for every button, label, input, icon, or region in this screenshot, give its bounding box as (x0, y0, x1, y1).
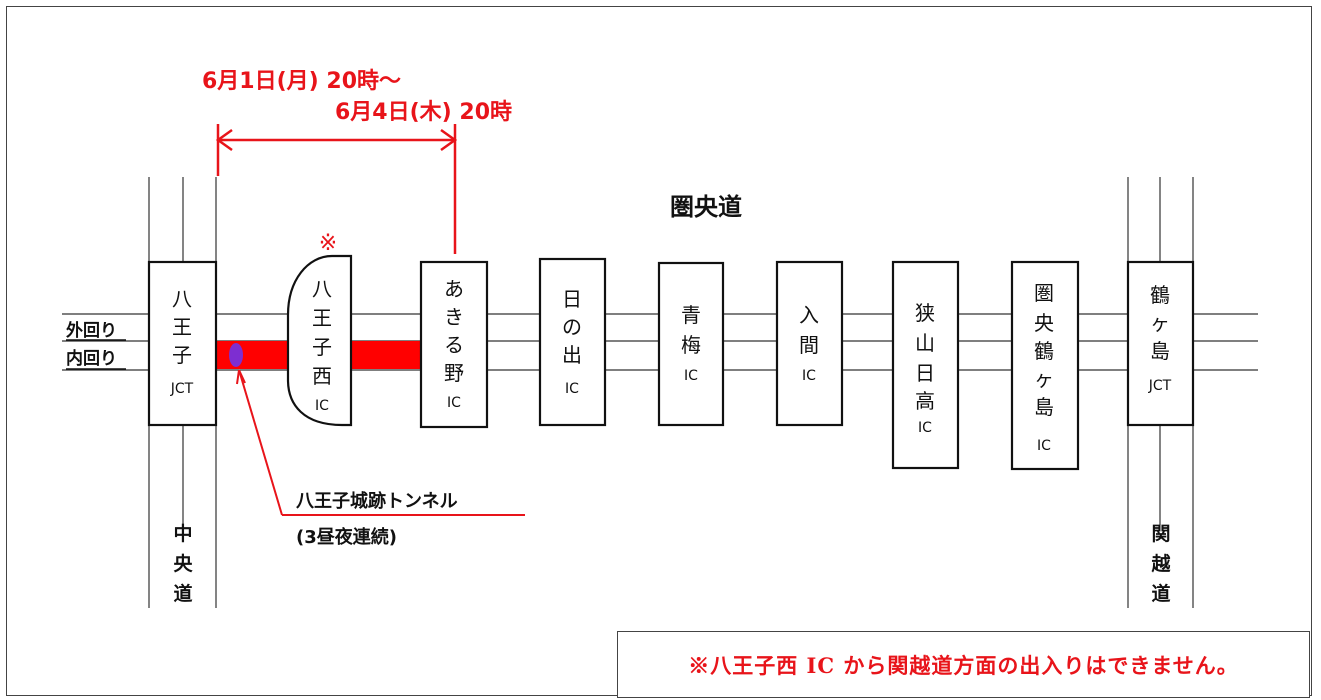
akiruno-ic: あ き る 野 IC (419, 260, 489, 429)
chuo-road-label: 中 央 道 (173, 522, 193, 605)
hachioji-nishi-ic: ※ 八 王 子 西 IC (286, 231, 353, 427)
hachioji-nishi-char-1: 八 (312, 277, 332, 301)
iruma-char-1: 入 (799, 303, 819, 327)
sayama-hidaka-char-1: 狭 (915, 301, 935, 325)
iruma-suffix: IC (802, 368, 816, 384)
hachioji-nishi-suffix: IC (315, 398, 329, 414)
hinode-suffix: IC (565, 381, 579, 397)
chuo-char-2: 央 (173, 552, 193, 575)
route-name: 圏央道 (670, 193, 742, 221)
hachioji-jct-char-1: 八 (172, 287, 192, 311)
closure-extent-arrow (215, 124, 458, 254)
hachioji-jct: 八 王 子 JCT (147, 260, 218, 427)
tunnel-name: 八王子城跡トンネル (296, 490, 458, 512)
lane-inner-label: 内回り (66, 348, 117, 369)
kenou-tsurugashima-char-3: 鶴 (1034, 339, 1054, 363)
hachioji-jct-char-3: 子 (172, 343, 192, 367)
ome-char-2: 梅 (681, 333, 701, 357)
kanetsu-char-2: 越 (1150, 552, 1171, 575)
kenou-tsurugashima-char-4: ヶ (1034, 367, 1054, 391)
ome-char-1: 青 (681, 303, 701, 327)
ome-suffix: IC (684, 368, 698, 384)
sayama-hidaka-char-2: 山 (915, 331, 935, 355)
akiruno-char-1: あ (444, 277, 464, 301)
tsurugashima-jct-char-1: 鶴 (1150, 283, 1170, 307)
kenou-tsurugashima-char-2: 央 (1034, 311, 1054, 335)
kanetsu-char-1: 関 (1151, 523, 1170, 545)
akiruno-char-2: き (444, 305, 464, 329)
kanetsu-char-3: 道 (1151, 582, 1170, 605)
hachioji-jct-suffix: JCT (170, 381, 194, 397)
chuo-char-1: 中 (173, 522, 192, 545)
tunnel-callout: 八王子城跡トンネル (3昼夜連続) (236, 369, 525, 548)
hinode-ic: 日 の 出 IC (538, 257, 607, 427)
sayama-hidaka-ic: 狭 山 日 高 IC (891, 260, 960, 470)
hachioji-jct-char-2: 王 (172, 315, 192, 339)
hachioji-nishi-char-3: 子 (312, 335, 332, 359)
hinode-char-2: の (562, 315, 582, 339)
tsurugashima-jct-char-3: 島 (1150, 339, 1170, 363)
kenou-tsurugashima-char-1: 圏 (1034, 281, 1054, 305)
iruma-ic: 入 間 IC (775, 260, 844, 427)
tunnel-marker (229, 343, 243, 367)
sayama-hidaka-suffix: IC (918, 420, 932, 436)
hinode-char-1: 日 (562, 287, 582, 311)
kenou-tsurugashima-ic: 圏 央 鶴 ヶ 島 IC (1010, 260, 1080, 471)
restriction-notice: ※八王子西 IC から関越道方面の出入りはできません。 (617, 631, 1310, 698)
akiruno-char-4: 野 (444, 361, 464, 385)
sayama-hidaka-char-3: 日 (915, 361, 935, 385)
ome-ic: 青 梅 IC (657, 261, 725, 427)
tunnel-note: (3昼夜連続) (296, 526, 397, 548)
hinode-char-3: 出 (562, 343, 582, 367)
restriction-mark: ※ (319, 231, 337, 256)
hachioji-nishi-char-4: 西 (312, 364, 332, 388)
hachioji-nishi-char-2: 王 (312, 306, 332, 330)
tsurugashima-jct-char-2: ヶ (1150, 311, 1170, 335)
closure-start-text: 6月1日(月) 20時～ (202, 69, 401, 94)
kenou-tsurugashima-char-5: 島 (1034, 395, 1054, 419)
chuo-char-3: 道 (173, 582, 192, 605)
akiruno-char-3: る (444, 333, 464, 357)
akiruno-suffix: IC (447, 395, 461, 411)
closure-end-text: 6月4日(木) 20時 (335, 100, 512, 125)
lane-outer-label: 外回り (66, 320, 117, 341)
sayama-hidaka-char-4: 高 (915, 389, 935, 413)
tsurugashima-jct-suffix: JCT (1148, 378, 1172, 394)
tsurugashima-jct: 鶴 ヶ 島 JCT (1126, 260, 1195, 427)
iruma-char-2: 間 (799, 333, 819, 357)
kanetsu-road-label: 関 越 道 (1150, 523, 1171, 605)
kenou-tsurugashima-suffix: IC (1037, 438, 1051, 454)
